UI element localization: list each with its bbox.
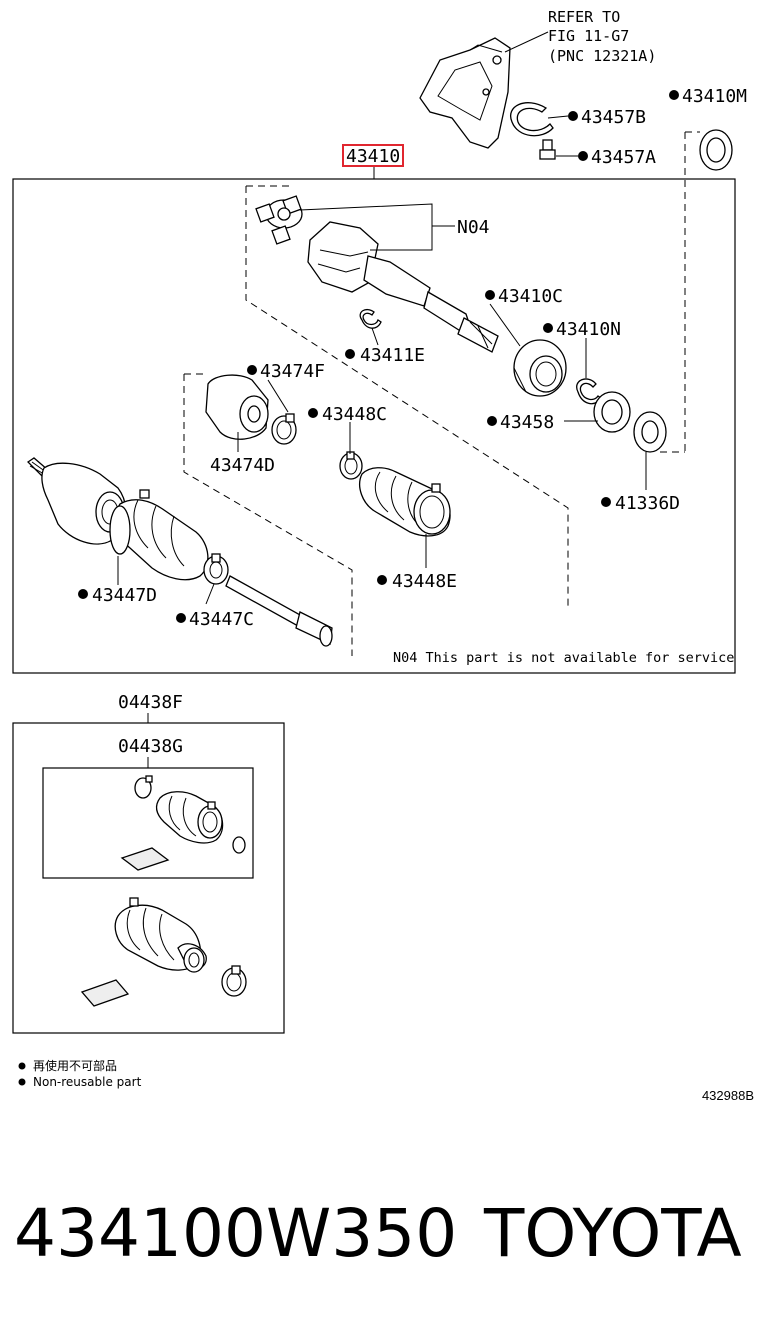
main-part-highlight [342, 144, 404, 167]
non-reusable-bullet-icon [345, 349, 355, 359]
non-reusable-bullet-icon [669, 90, 679, 100]
non-reusable-bullet-icon [487, 416, 497, 426]
callout-43447c: 43447C [189, 609, 254, 630]
dust-seal-41336d-illustration [633, 411, 667, 453]
boot-kit-outer-illustration [80, 897, 247, 1007]
clamp-43448c-illustration [339, 451, 363, 480]
callout-43474d: 43474D [210, 455, 275, 476]
callout-43457b: 43457B [581, 107, 646, 128]
callout-n04: N04 [457, 217, 490, 238]
service-note: N04 This part is not available for servi… [393, 650, 734, 666]
kit-inner-label: 04438G [118, 736, 183, 757]
callout-43457a: 43457A [591, 147, 656, 168]
boot-kit-inner-illustration [120, 775, 246, 871]
callout-41336d: 41336D [615, 493, 680, 514]
non-reusable-bullet-icon [578, 151, 588, 161]
non-reusable-bullet-icon [78, 589, 88, 599]
snap-ring-43410n-illustration [576, 378, 602, 405]
inner-joint-shaft-n04-illustration [307, 221, 499, 353]
callout-43411e: 43411E [360, 345, 425, 366]
bolt-43457a-illustration [539, 139, 556, 160]
non-reusable-bullet-icon [485, 290, 495, 300]
tripod-joint-illustration [255, 195, 303, 245]
snap-ring-43457b-illustration [510, 102, 554, 137]
callout-43458: 43458 [500, 412, 554, 433]
damper-43474d-illustration [205, 374, 269, 440]
callout-43474f: 43474F [260, 361, 325, 382]
reference-line-2: FIG 11-G7 [548, 27, 629, 45]
bearing-43410c-illustration [513, 339, 567, 397]
legend-bullet-icon [18, 1062, 26, 1070]
outer-joint-assembly-illustration [26, 457, 333, 647]
non-reusable-bullet-icon [176, 613, 186, 623]
callout-43448e: 43448E [392, 571, 457, 592]
non-reusable-bullet-icon [543, 323, 553, 333]
callout-43447d: 43447D [92, 585, 157, 606]
footer-part-number: 434100W350 [14, 1195, 457, 1272]
circlip-43411e-illustration [359, 308, 382, 329]
callout-43410c: 43410C [498, 286, 563, 307]
non-reusable-bullet-icon [247, 365, 257, 375]
reference-line-3: (PNC 12321A) [548, 47, 656, 65]
oil-seal-43410m-illustration [699, 129, 733, 171]
non-reusable-bullet-icon [601, 497, 611, 507]
washer-43458-illustration [593, 391, 631, 433]
legend-english: Non-reusable part [33, 1075, 142, 1089]
callout-43410n: 43410N [556, 319, 621, 340]
footer-brand: TOYOTA [483, 1195, 742, 1272]
boot-kit-inner-frame [42, 767, 254, 879]
legend-bullet-icon [18, 1078, 26, 1086]
main-part-number: 43410 [346, 146, 400, 167]
transmission-housing-illustration [419, 37, 511, 149]
non-reusable-bullet-icon [568, 111, 578, 121]
non-reusable-bullet-icon [308, 408, 318, 418]
callout-43410m: 43410M [682, 86, 747, 107]
non-reusable-bullet-icon [377, 575, 387, 585]
boot-kit-frame [12, 722, 285, 1034]
callout-43448c: 43448C [322, 404, 387, 425]
kit-outer-label: 04438F [118, 692, 183, 713]
inner-boot-43448e-illustration [359, 467, 451, 537]
legend-japanese: 再使用不可部品 [33, 1058, 117, 1073]
clamp-43474f-illustration [271, 413, 297, 445]
figure-code: 432988B [702, 1088, 754, 1103]
reference-line-1: REFER TO [548, 8, 620, 26]
